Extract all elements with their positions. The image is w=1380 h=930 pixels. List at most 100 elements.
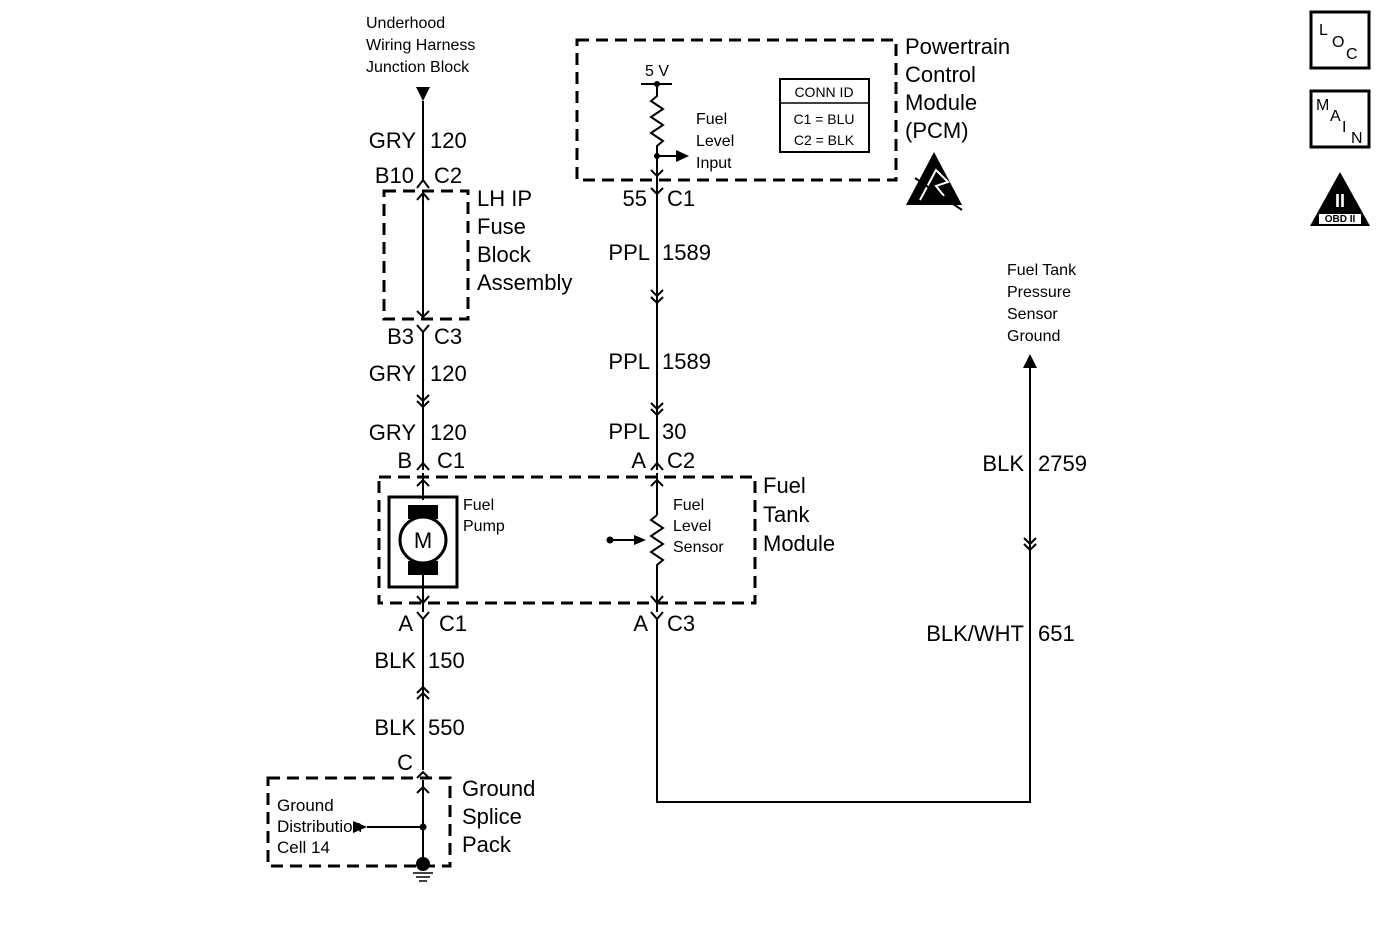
- svg-text:Ground: Ground: [1007, 328, 1060, 345]
- fuel-level-input-label: Fuel Level Input: [696, 111, 734, 172]
- esd-warning-icon: [906, 152, 963, 211]
- pin-b10: B10: [375, 163, 414, 188]
- pin-c2-sensor: C2: [667, 448, 695, 473]
- fuel-tank-module: [377, 475, 757, 605]
- connector-a-c2: [650, 461, 664, 471]
- input-arrow-icon: [676, 150, 689, 162]
- connector-a-c1: [416, 611, 430, 621]
- svg-text:LH IP: LH IP: [477, 186, 532, 211]
- inline-connector: [416, 685, 430, 694]
- svg-text:Input: Input: [696, 155, 732, 172]
- svg-text:Fuel: Fuel: [696, 111, 727, 128]
- svg-text:II: II: [1335, 191, 1345, 211]
- svg-text:BLK: BLK: [374, 715, 416, 740]
- lh-ip-fuse-block: [382, 189, 470, 321]
- svg-text:30: 30: [662, 419, 686, 444]
- svg-text:PPL: PPL: [608, 419, 650, 444]
- pin-a-sensor: A: [631, 448, 646, 473]
- svg-text:120: 120: [430, 361, 467, 386]
- svg-text:PPL: PPL: [608, 240, 650, 265]
- fuel-level-sensor-label: Fuel Level Sensor: [673, 497, 724, 556]
- svg-text:BLK/WHT: BLK/WHT: [926, 621, 1024, 646]
- ground-splice-pack: [266, 776, 452, 868]
- pcm-title: Powertrain Control Module (PCM): [905, 34, 1010, 143]
- svg-text:Fuel: Fuel: [763, 473, 806, 498]
- connector-b10-c2: [416, 178, 430, 189]
- svg-text:Distribution: Distribution: [277, 817, 362, 836]
- fuel-level-sensor: [649, 514, 665, 612]
- splice-point: [419, 823, 427, 831]
- pressure-sensor-arrow-icon: [1023, 354, 1037, 368]
- inline-connector: [1023, 537, 1037, 546]
- pin-a-c3: A: [633, 611, 648, 636]
- pin-c2: C2: [434, 163, 462, 188]
- svg-text:A: A: [1330, 108, 1341, 125]
- svg-text:C: C: [1346, 46, 1358, 63]
- svg-text:C1 = BLU: C1 = BLU: [793, 111, 854, 127]
- svg-text:PPL: PPL: [608, 349, 650, 374]
- loc-icon: L O C: [1309, 10, 1371, 70]
- connector-a-c3: [650, 611, 664, 621]
- svg-text:Sensor: Sensor: [673, 539, 724, 556]
- powertrain-control-module: [575, 38, 898, 182]
- svg-text:1589: 1589: [662, 349, 711, 374]
- pin-c3-sensor: C3: [667, 611, 695, 636]
- wire-color-label: GRY: [369, 128, 417, 153]
- svg-text:BLK: BLK: [374, 648, 416, 673]
- pin-c: C: [397, 750, 413, 775]
- ground-distribution-label: Ground Distribution Cell 14: [277, 796, 362, 857]
- svg-text:Level: Level: [673, 518, 711, 535]
- svg-text:Tank: Tank: [763, 502, 810, 527]
- connector-b3-c3: [416, 324, 430, 334]
- svg-text:BLK: BLK: [982, 451, 1024, 476]
- svg-text:550: 550: [428, 715, 465, 740]
- inline-connector: [416, 394, 430, 403]
- svg-text:Underhood: Underhood: [366, 15, 445, 32]
- svg-text:Control: Control: [905, 62, 976, 87]
- pin-c1-bottom: C1: [439, 611, 467, 636]
- svg-text:Module: Module: [905, 90, 977, 115]
- svg-text:Sensor: Sensor: [1007, 306, 1058, 323]
- svg-text:Ground: Ground: [462, 776, 535, 801]
- svg-text:150: 150: [428, 648, 465, 673]
- supply-voltage: 5 V: [645, 63, 669, 80]
- inline-connector: [650, 289, 664, 298]
- svg-text:I: I: [1342, 119, 1346, 136]
- pin-55: 55: [623, 186, 647, 211]
- ground-point: [416, 857, 430, 871]
- svg-text:OBD II: OBD II: [1325, 214, 1356, 225]
- svg-text:2759: 2759: [1038, 451, 1087, 476]
- junction-block-arrow-icon: [416, 87, 430, 101]
- svg-text:651: 651: [1038, 621, 1075, 646]
- svg-text:O: O: [1332, 34, 1344, 51]
- svg-text:1589: 1589: [662, 240, 711, 265]
- pin-c1: C1: [437, 448, 465, 473]
- pin-b3: B3: [387, 324, 414, 349]
- svg-text:(PCM): (PCM): [905, 118, 969, 143]
- svg-text:Pressure: Pressure: [1007, 284, 1071, 301]
- obd-ii-icon: II OBD II: [1310, 172, 1370, 226]
- svg-text:Fuel Tank: Fuel Tank: [1007, 262, 1077, 279]
- pin-c1-pcm: C1: [667, 186, 695, 211]
- svg-text:Fuel: Fuel: [673, 497, 704, 514]
- svg-text:Fuse: Fuse: [477, 214, 526, 239]
- pin-a: A: [398, 611, 413, 636]
- svg-text:CONN ID: CONN ID: [794, 84, 853, 100]
- svg-text:Splice: Splice: [462, 804, 522, 829]
- svg-text:Wiring Harness: Wiring Harness: [366, 37, 475, 54]
- motor-icon: [398, 515, 448, 565]
- fuse-block-title: LH IP Fuse Block Assembly: [477, 186, 572, 295]
- svg-text:L: L: [1319, 22, 1328, 39]
- svg-text:Junction Block: Junction Block: [366, 59, 470, 76]
- svg-text:Block: Block: [477, 242, 532, 267]
- svg-text:Ground: Ground: [277, 796, 334, 815]
- svg-text:120: 120: [430, 420, 467, 445]
- svg-text:C2 = BLK: C2 = BLK: [794, 132, 855, 148]
- svg-text:Pack: Pack: [462, 832, 512, 857]
- conn-id-table: CONN ID C1 = BLU C2 = BLK: [779, 78, 870, 153]
- pin-b: B: [397, 448, 412, 473]
- svg-text:Fuel: Fuel: [463, 497, 494, 514]
- ground-symbol-icon: [413, 872, 433, 882]
- pull-up-resistor: [649, 84, 665, 196]
- svg-text:Cell 14: Cell 14: [277, 838, 330, 857]
